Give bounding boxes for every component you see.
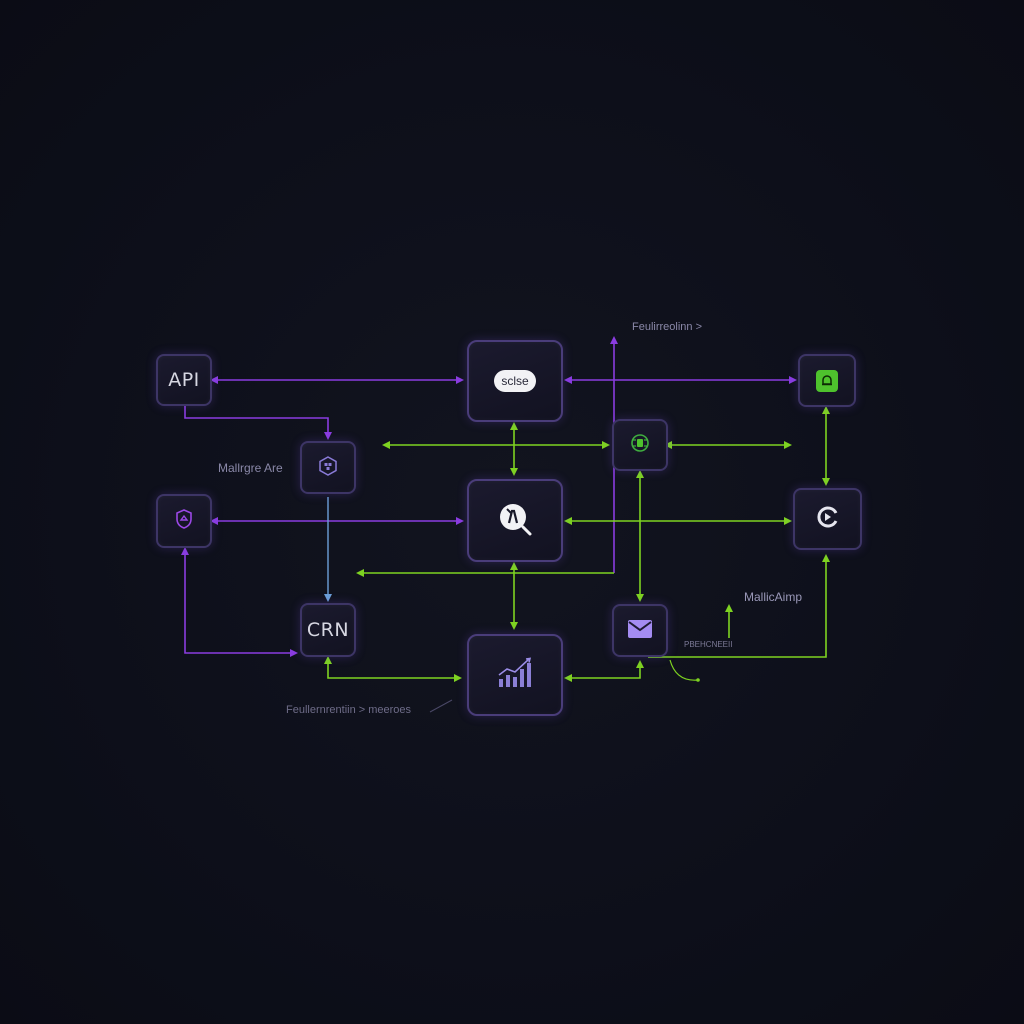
cloud-logo-icon: sclse [494,370,536,392]
caption-bottom: Feullernrentiin > meeroes [286,704,412,716]
mail-icon [627,619,653,643]
process-node[interactable] [467,479,563,562]
circuit-icon [628,431,652,459]
salesforce-label: sclse [501,374,529,388]
crm-label: CRN [306,619,350,641]
shield-icon [173,508,195,534]
caption-right: MallicAimp [744,590,803,604]
notify-node[interactable] [798,354,856,407]
sync-node[interactable] [793,488,862,550]
link-api-hub [184,406,332,440]
link-mail-curve [669,659,699,681]
link-analytics-mail [564,660,644,682]
mail-node[interactable] [612,604,668,657]
shield-node[interactable] [156,494,212,548]
link-shield-crm [181,547,298,657]
curve-endpoint [696,678,700,682]
bottom-caption-pointer [429,699,453,713]
crm-node[interactable]: CRN [300,603,356,657]
link-crm-analytics [324,656,462,682]
integration-node[interactable] [612,419,668,471]
bar-chart-icon [493,655,537,695]
bell-icon [816,369,838,392]
caption-top: Feulirreolinn > [632,321,703,333]
salesforce-node[interactable]: sclse [467,340,563,422]
refresh-icon [814,503,842,535]
analytics-node[interactable] [467,634,563,716]
hexagon-grid-icon [317,455,339,481]
api-label: API [168,369,200,391]
api-node[interactable]: API [156,354,212,406]
search-icon [493,497,537,545]
link-mail-sync [648,554,830,658]
caption-right-small: PBEHCNEEII [684,640,733,649]
caption-middle-left: Mallrgre Are [218,461,283,475]
hub-node[interactable] [300,441,356,494]
